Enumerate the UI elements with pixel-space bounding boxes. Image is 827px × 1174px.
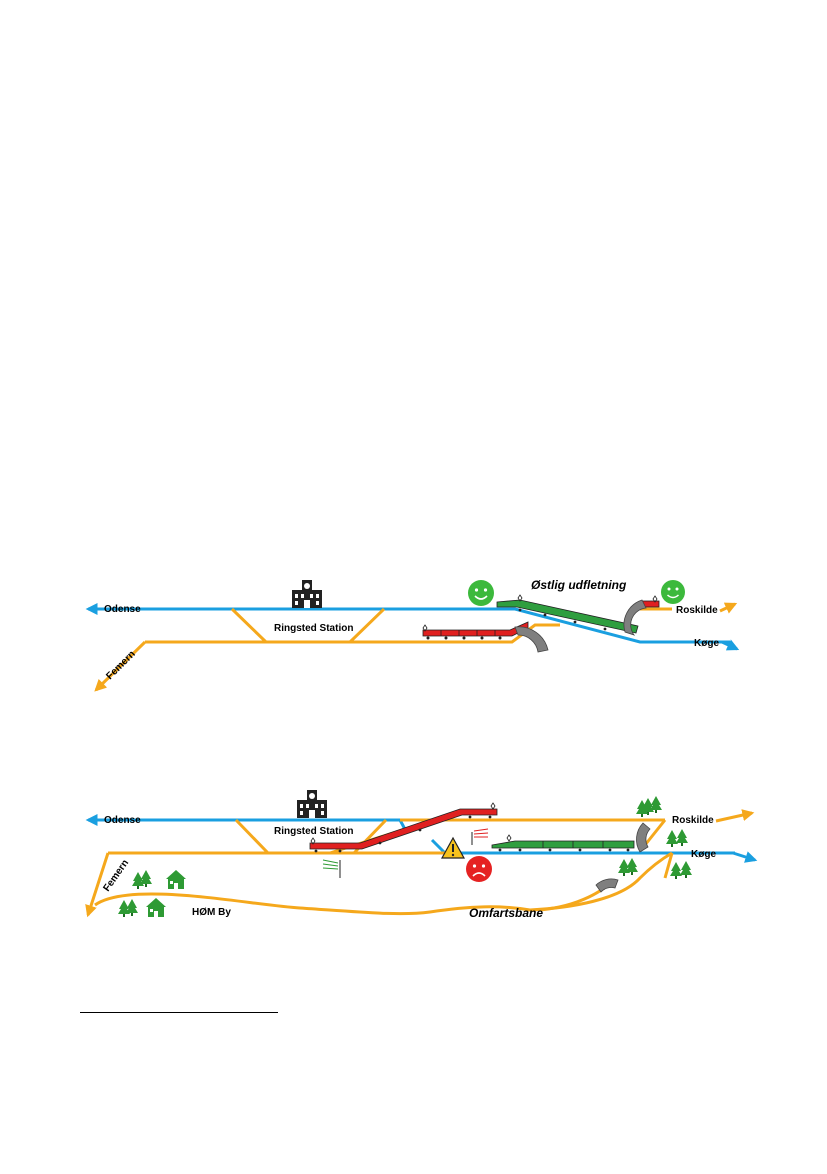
blue-track-koge (490, 607, 730, 644)
orange-track-femern (94, 640, 147, 692)
diagram-top: Odense Ringsted Station Femern Østlig ud… (85, 578, 740, 692)
label-odense: Odense (104, 604, 141, 615)
label-koge: Køge (694, 638, 719, 649)
signal-icon (322, 859, 341, 878)
roskilde-arrow (715, 809, 755, 823)
tunnel-icon (595, 878, 619, 893)
label-roskilde: Roskilde (676, 605, 718, 616)
crossover-left (230, 607, 268, 644)
happy-face-icon (468, 580, 494, 606)
crossover-right (348, 607, 386, 644)
red-freight-train (422, 621, 529, 640)
koge-arrow (732, 851, 758, 863)
label-roskilde: Roskilde (672, 815, 714, 826)
crossover-left (234, 818, 270, 855)
label-femern: Femern (104, 649, 137, 682)
red-freight-train (309, 802, 498, 853)
label-hom-by: HØM By (192, 907, 231, 918)
station-building-icon (297, 790, 327, 818)
omfartsbane-track (94, 851, 673, 916)
green-passenger-train (496, 594, 639, 634)
label-ostlig-udfletning: Østlig udfletning (531, 578, 627, 592)
orange-connector-koge (663, 852, 674, 879)
happy-face-icon (661, 580, 685, 604)
sad-face-icon (466, 856, 492, 882)
orange-connector-right (643, 819, 667, 846)
warning-triangle-icon (440, 836, 466, 859)
label-ringsted-station: Ringsted Station (274, 826, 353, 837)
station-building-icon (292, 580, 322, 608)
tunnel-icon (623, 599, 647, 636)
diagram-bottom: Odense Ringsted Station Femern HØM By Om… (85, 790, 758, 920)
koge-arrow (721, 639, 740, 651)
footnote-separator (80, 1012, 278, 1013)
label-koge: Køge (691, 849, 716, 860)
roskilde-arrow (719, 602, 738, 614)
label-odense: Odense (104, 815, 141, 826)
label-omfartsbane: Omfartsbane (469, 906, 543, 920)
green-passenger-train (491, 834, 635, 852)
orange-track-femern (85, 852, 110, 918)
tunnel-icon (636, 822, 651, 853)
label-ringsted-station: Ringsted Station (274, 623, 353, 634)
tunnel-icon (514, 626, 549, 653)
signal-icon (471, 828, 489, 845)
